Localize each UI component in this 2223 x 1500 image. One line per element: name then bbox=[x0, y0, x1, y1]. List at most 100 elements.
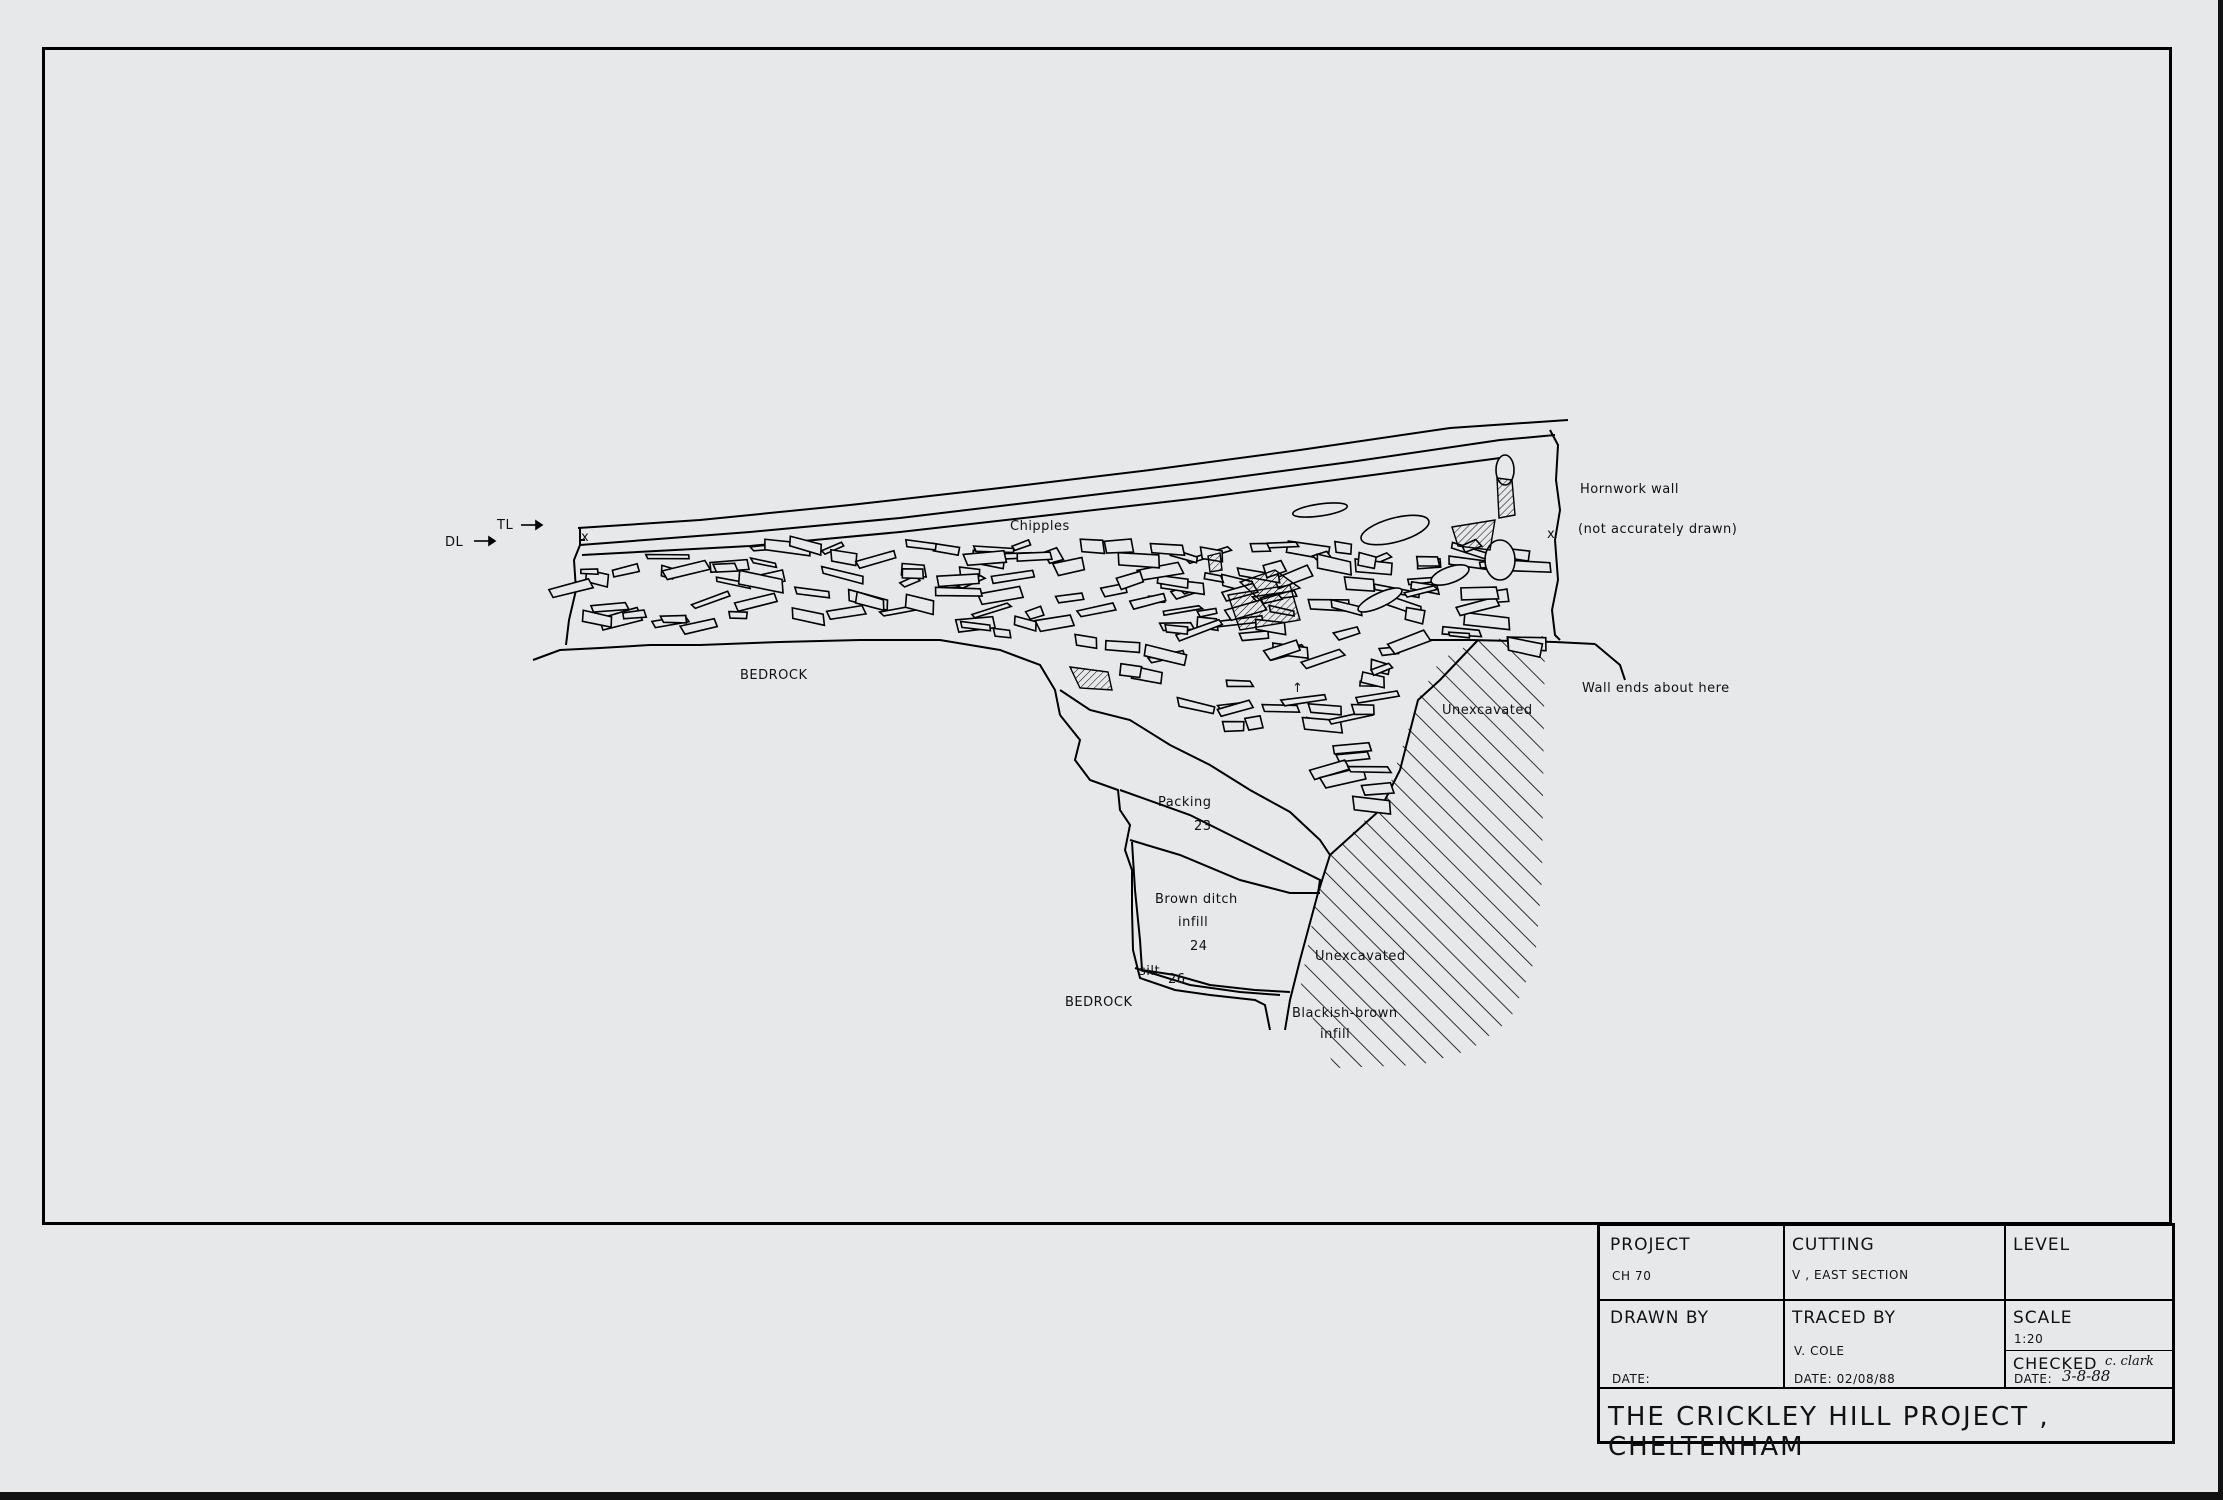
stone bbox=[1350, 703, 1375, 716]
stone bbox=[1334, 750, 1371, 763]
stone bbox=[581, 609, 613, 629]
stone bbox=[1216, 699, 1255, 718]
stone bbox=[1330, 598, 1363, 617]
stone bbox=[829, 548, 858, 567]
stone bbox=[970, 602, 1013, 619]
stone bbox=[1370, 662, 1394, 677]
stone bbox=[678, 617, 719, 636]
stone bbox=[854, 549, 897, 570]
cutting-label: CUTTING bbox=[1792, 1235, 1875, 1255]
stone bbox=[621, 609, 648, 620]
scale-value: 1:20 bbox=[2014, 1332, 2044, 1346]
divider bbox=[1783, 1226, 1785, 1302]
stone bbox=[749, 556, 778, 569]
large-stone bbox=[1430, 564, 1470, 586]
packing-label: Packing bbox=[1158, 795, 1212, 810]
stone bbox=[715, 576, 752, 590]
arrow-mark: ↑ bbox=[1292, 681, 1303, 696]
stone bbox=[1333, 540, 1353, 555]
stone bbox=[1279, 693, 1328, 707]
checked-date-label: DATE: bbox=[2014, 1372, 2053, 1386]
stone bbox=[1104, 639, 1141, 654]
stone bbox=[1143, 643, 1188, 667]
project-label: PROJECT bbox=[1610, 1235, 1691, 1255]
large-stone bbox=[1484, 539, 1516, 581]
stone bbox=[1074, 633, 1098, 650]
datum-mark-right: x bbox=[1547, 527, 1555, 542]
stone bbox=[1238, 629, 1270, 642]
stone bbox=[547, 577, 595, 599]
scale-label: SCALE bbox=[2013, 1308, 2073, 1328]
stone bbox=[1156, 574, 1189, 590]
stone bbox=[1013, 615, 1037, 633]
dl-label: DL bbox=[445, 535, 464, 550]
stone bbox=[733, 592, 779, 613]
infill-24-label: infill bbox=[1178, 915, 1208, 930]
stone bbox=[990, 569, 1036, 585]
stone bbox=[1462, 611, 1511, 631]
stone bbox=[1221, 720, 1245, 733]
right-edge-line bbox=[1549, 429, 1562, 641]
stone bbox=[1460, 586, 1500, 601]
traced-date: DATE: 02/08/88 bbox=[1794, 1372, 1896, 1386]
ditch-inner-line bbox=[1059, 689, 1331, 856]
stone bbox=[1243, 714, 1264, 731]
blackish-brown-label: Blackish-brown bbox=[1292, 1006, 1398, 1021]
traced-by-value: V. COLE bbox=[1794, 1344, 1845, 1358]
stone bbox=[1415, 555, 1441, 567]
stone bbox=[1115, 570, 1145, 591]
divider bbox=[1600, 1387, 2172, 1389]
stone bbox=[1332, 741, 1373, 755]
packing-number: 23 bbox=[1194, 819, 1212, 834]
packing-lower-boundary bbox=[1129, 839, 1320, 894]
stone bbox=[904, 538, 938, 551]
hatched-stones bbox=[1068, 477, 1516, 691]
infill-24-boundary bbox=[1131, 841, 1291, 993]
bedrock-lower-label: BEDROCK bbox=[1065, 995, 1133, 1010]
stone bbox=[820, 541, 845, 556]
stone bbox=[935, 573, 980, 588]
stone bbox=[580, 568, 599, 576]
checked-date-value: 3-8-88 bbox=[2062, 1367, 2111, 1385]
stone bbox=[689, 590, 732, 610]
stone bbox=[661, 559, 712, 581]
stone bbox=[1506, 636, 1544, 659]
stone bbox=[1404, 606, 1426, 625]
stone bbox=[1024, 605, 1045, 621]
stone bbox=[962, 549, 1008, 567]
stone bbox=[992, 627, 1012, 639]
unexcavated-upper-label: Unexcavated bbox=[1442, 703, 1533, 718]
stone bbox=[1051, 556, 1086, 577]
stone bbox=[791, 606, 826, 627]
cutting-value: V , EAST SECTION bbox=[1792, 1268, 1909, 1282]
stone bbox=[1299, 648, 1347, 670]
drawn-date-label: DATE: bbox=[1612, 1372, 1651, 1386]
ditch-cut-profile bbox=[1059, 714, 1271, 1031]
divider bbox=[2004, 1350, 2172, 1351]
stone bbox=[1266, 541, 1301, 549]
stone bbox=[1354, 690, 1401, 704]
stone bbox=[1454, 596, 1501, 617]
stone bbox=[1079, 538, 1106, 555]
unexcavated-lower-label: Unexcavated bbox=[1315, 949, 1406, 964]
stone bbox=[1331, 625, 1361, 641]
stone bbox=[854, 590, 885, 612]
stone bbox=[737, 569, 784, 594]
stone bbox=[1351, 795, 1392, 815]
datum-mark-left: x bbox=[581, 530, 589, 545]
stone bbox=[1249, 542, 1272, 553]
stone bbox=[1357, 551, 1378, 570]
stone bbox=[644, 553, 690, 560]
stone bbox=[788, 535, 823, 557]
wall-pointer-line bbox=[1594, 643, 1626, 681]
level-label: LEVEL bbox=[2013, 1235, 2071, 1255]
title-block: PROJECT CH 70 CUTTING V , EAST SECTION L… bbox=[1597, 1223, 2175, 1462]
divider bbox=[1600, 1299, 2172, 1301]
infill-lower-label: infill bbox=[1320, 1027, 1350, 1042]
stone bbox=[904, 593, 935, 616]
stone bbox=[934, 586, 984, 597]
stone bbox=[1176, 696, 1216, 715]
stone bbox=[1346, 765, 1393, 774]
silt-label: silt bbox=[1139, 964, 1160, 979]
stone bbox=[1010, 538, 1032, 552]
